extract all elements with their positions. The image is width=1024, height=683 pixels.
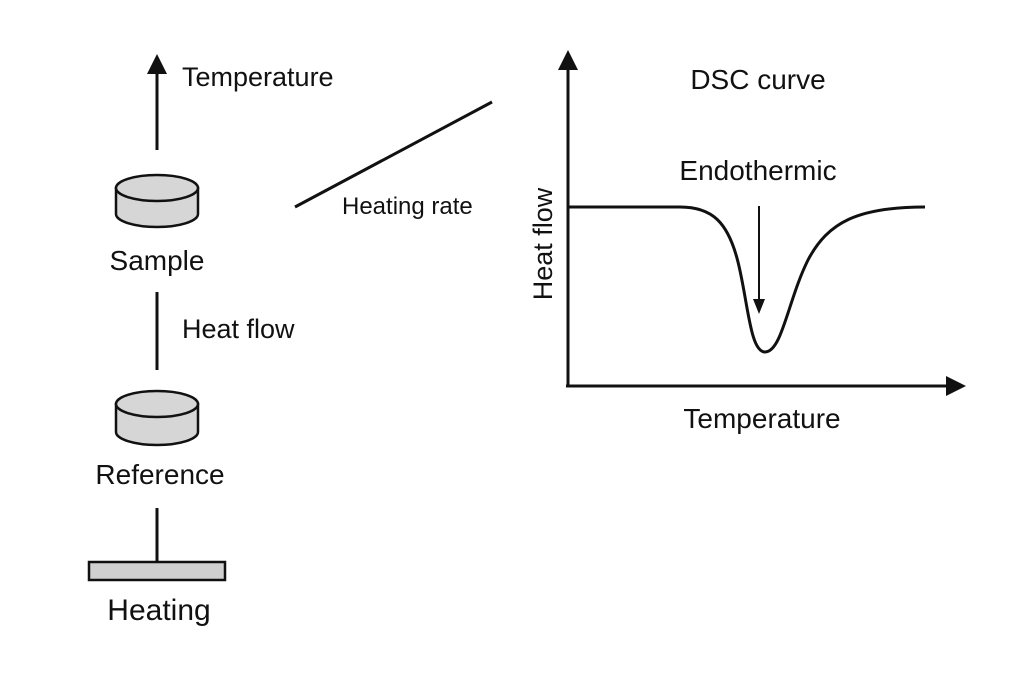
- heating-rate-line: [294, 100, 493, 209]
- reference-pan-icon: [114, 389, 200, 447]
- sample-pan-icon: [114, 173, 200, 229]
- heating-plate: [87, 560, 227, 582]
- endothermic-arrow: [753, 206, 765, 314]
- y-axis: [558, 50, 578, 386]
- x-axis-label: Temperature: [683, 403, 840, 434]
- y-axis-label: Heat flow: [528, 187, 558, 300]
- heating-label: Heating: [107, 594, 210, 627]
- sample-label: Sample: [110, 245, 205, 276]
- temperature-label-top: Temperature: [182, 62, 334, 92]
- chart-title: DSC curve: [690, 64, 825, 95]
- reference-label: Reference: [95, 459, 224, 490]
- heating-rate-label: Heating rate: [342, 193, 473, 220]
- x-axis: [566, 376, 966, 396]
- endothermic-label: Endothermic: [679, 155, 836, 186]
- heat-flow-label: Heat flow: [182, 314, 295, 344]
- temperature-arrow: [147, 54, 167, 150]
- dsc-curve: [568, 205, 926, 354]
